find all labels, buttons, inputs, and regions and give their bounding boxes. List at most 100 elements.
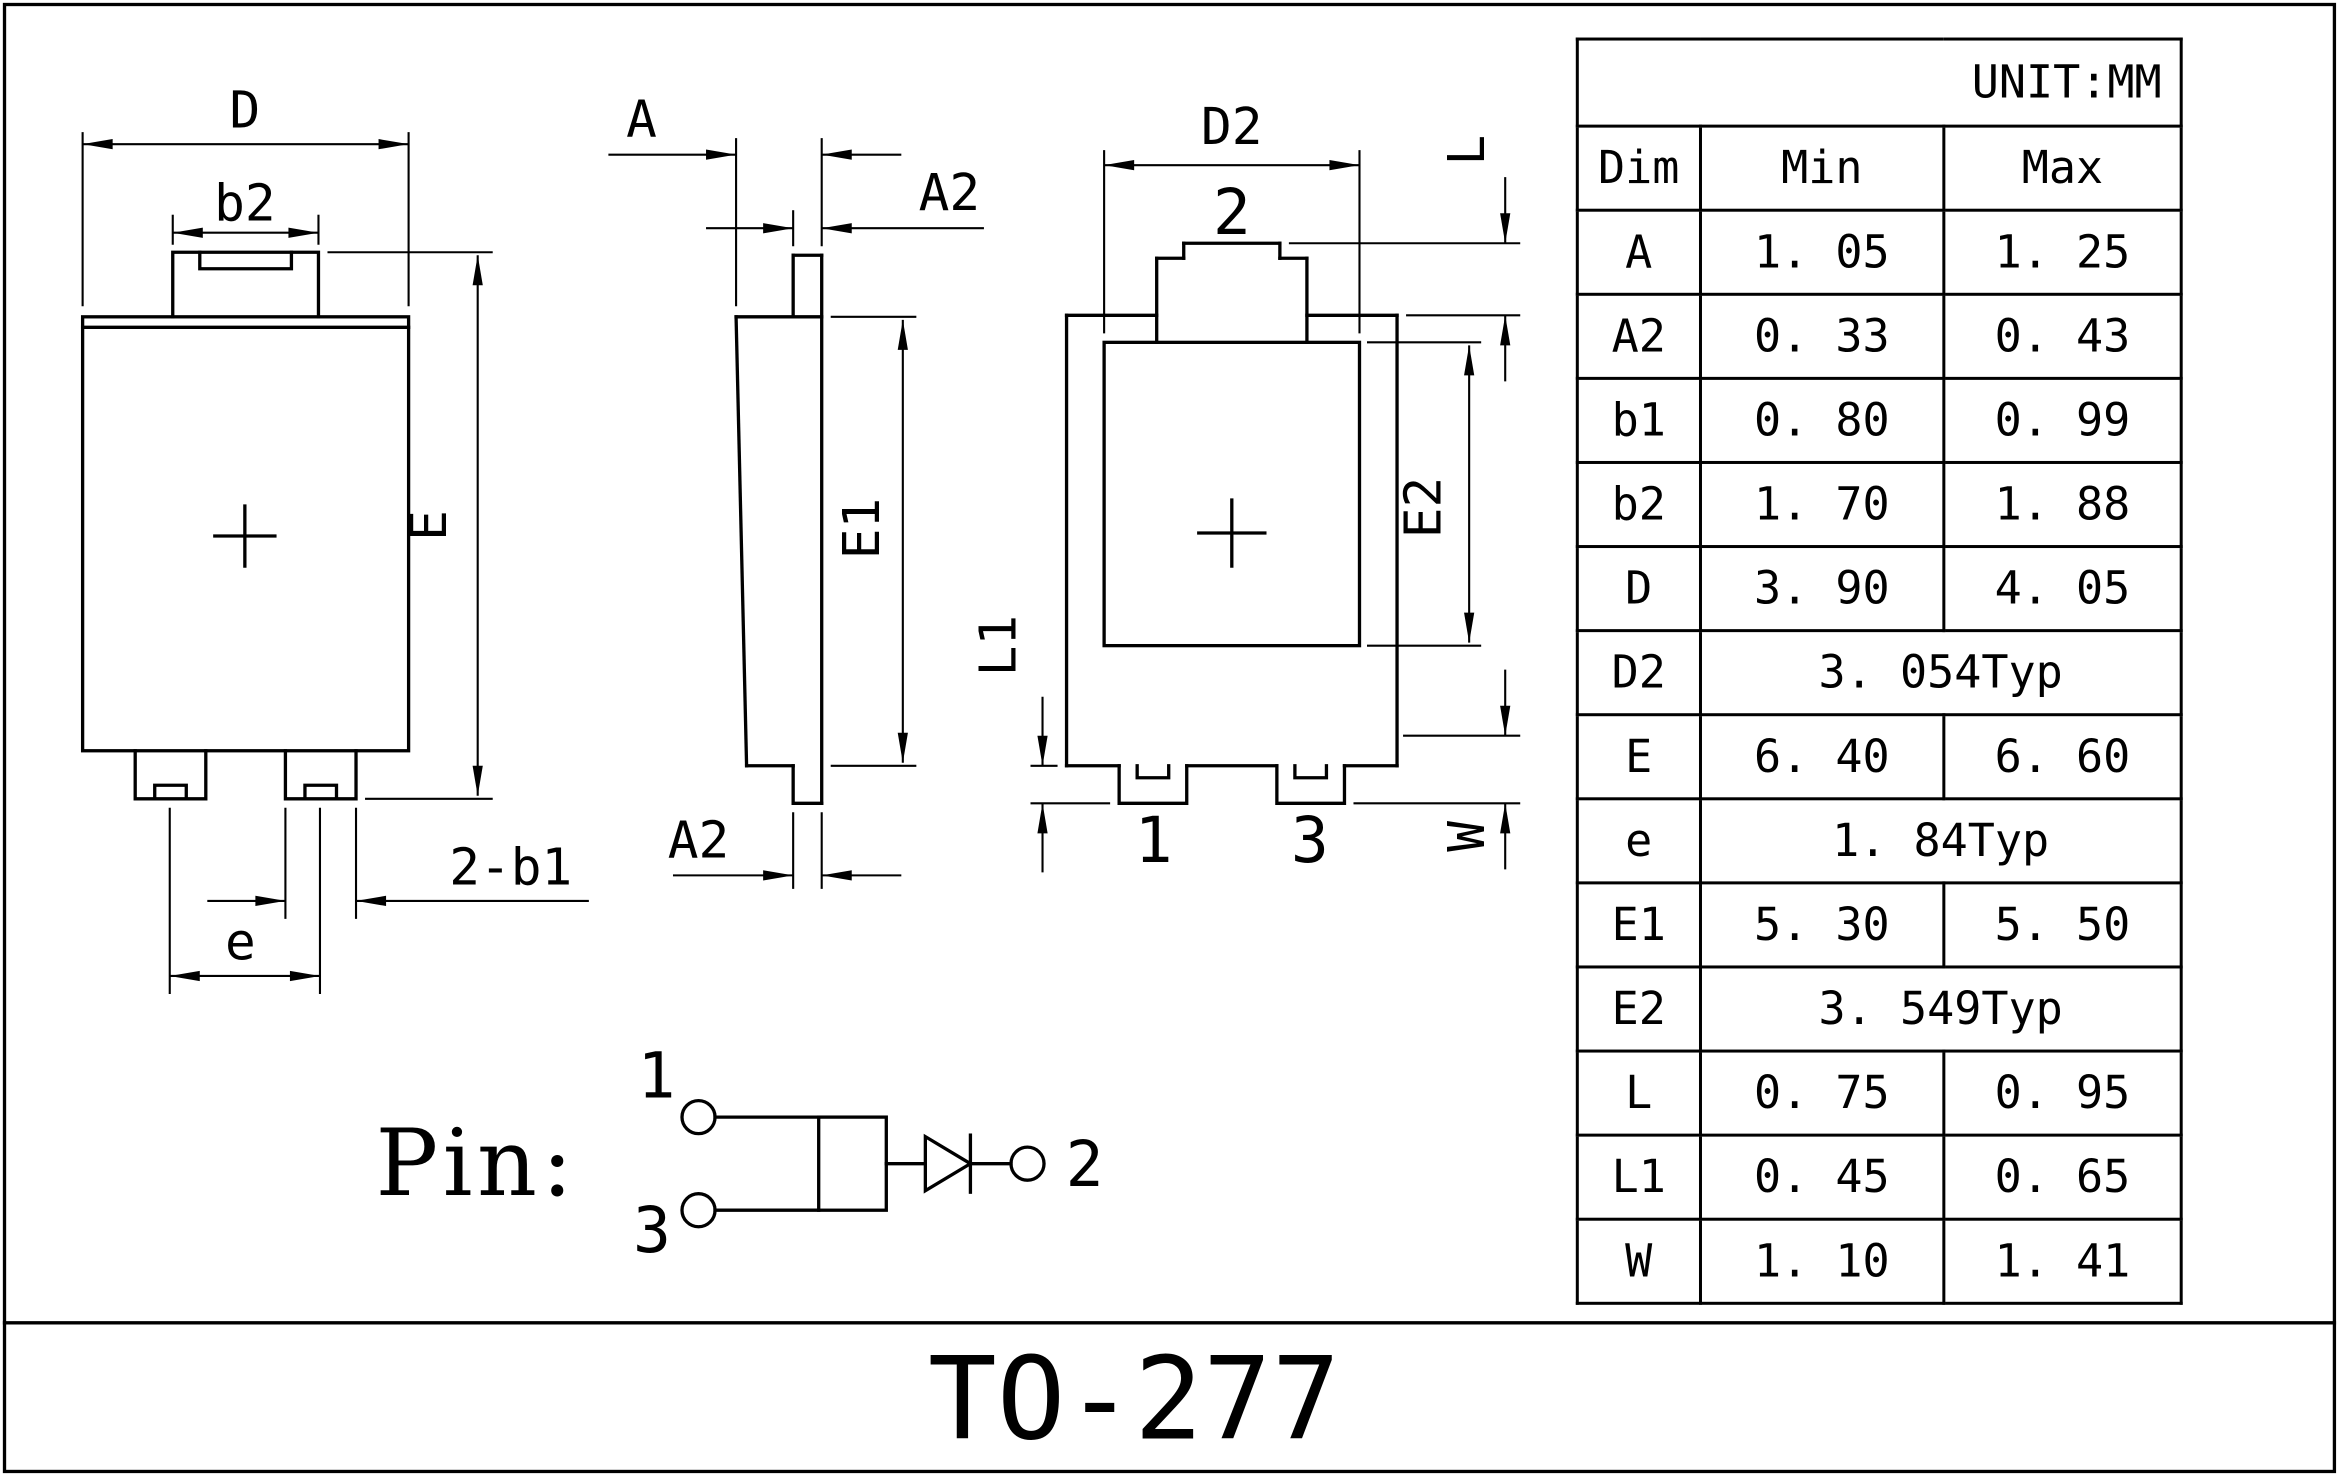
pin-number-2-pad: 2 xyxy=(1213,175,1251,249)
dim-label-E2: E2 xyxy=(1395,477,1454,538)
pin-diagram-symbol xyxy=(680,1098,1046,1229)
table-row: E 6. 40 6. 60 xyxy=(1575,713,2183,801)
col-header-max: Max xyxy=(1942,124,2183,212)
typ-cell: 3. 054Typ xyxy=(1698,629,2183,717)
table-row: b1 0. 80 0. 99 xyxy=(1575,376,2183,464)
table-header-row: Dim Min Max xyxy=(1575,124,2183,212)
pin2-terminal xyxy=(1009,1145,1046,1182)
min-cell: 6. 40 xyxy=(1698,713,1946,801)
front-dimension-lines xyxy=(81,132,589,994)
dim-label-e: e xyxy=(225,913,256,972)
min-cell: 0. 45 xyxy=(1698,1133,1946,1221)
side-body-draft-edge xyxy=(734,315,749,768)
bottom-pin-1 xyxy=(1117,764,1189,805)
front-pin-left xyxy=(133,749,208,801)
dim-cell: b2 xyxy=(1575,460,1702,549)
col-header-min: Min xyxy=(1698,124,1946,212)
table-row: A2 0. 33 0. 43 xyxy=(1575,292,2183,380)
diode-symbol xyxy=(923,1133,974,1194)
max-cell: 5. 50 xyxy=(1942,881,2183,969)
side-view-outline xyxy=(734,253,824,805)
min-cell: 1. 70 xyxy=(1698,460,1946,549)
dim-label-E: E xyxy=(400,510,459,541)
dim-label-b2: b2 xyxy=(214,175,275,234)
max-cell: 0. 65 xyxy=(1942,1133,2183,1221)
dim-cell: E1 xyxy=(1575,881,1702,969)
min-cell: 1. 05 xyxy=(1698,208,1946,296)
front-package-tab xyxy=(171,250,321,319)
pin3-terminal xyxy=(680,1192,717,1229)
table-row: D 3. 90 4. 05 xyxy=(1575,545,2183,633)
max-cell: 1. 25 xyxy=(1942,208,2183,296)
col-header-dim: Dim xyxy=(1575,124,1702,212)
max-cell: 6. 60 xyxy=(1942,713,2183,801)
package-title: TO-277 xyxy=(928,1332,1340,1465)
bottom-dimension-lines xyxy=(1030,150,1521,873)
bottom-view: D2 2 L E2 L1 1 3 W xyxy=(969,98,1521,877)
front-center-mark xyxy=(213,504,277,568)
dim-label-A: A xyxy=(626,91,657,150)
dim-label-2-b1: 2-b1 xyxy=(449,838,572,897)
dim-cell: E xyxy=(1575,713,1702,801)
typ-cell: 3. 549Typ xyxy=(1698,965,2183,1053)
dim-label-D: D xyxy=(229,82,260,141)
table-row: b2 1. 70 1. 88 xyxy=(1575,460,2183,549)
front-package-body xyxy=(80,315,411,753)
typ-cell: 1. 84Typ xyxy=(1698,797,2183,885)
table-row: W 1. 10 1. 41 xyxy=(1575,1217,2183,1305)
dim-cell: e xyxy=(1575,797,1702,885)
dim-label-L: L xyxy=(1438,135,1497,166)
table-row: D2 3. 054Typ xyxy=(1575,629,2183,717)
bottom-pin-3 xyxy=(1275,764,1347,805)
dim-cell: A xyxy=(1575,208,1702,296)
unit-label: UNIT:MM xyxy=(1575,37,2183,128)
dimension-table: UNIT:MM Dim Min Max A 1. 05 1. 25 A2 0 xyxy=(1575,37,2183,1305)
unit-row: UNIT:MM xyxy=(1575,37,2183,128)
max-cell: 1. 41 xyxy=(1942,1217,2183,1305)
min-cell: 0. 80 xyxy=(1698,376,1946,464)
max-cell: 0. 99 xyxy=(1942,376,2183,464)
pin1-terminal xyxy=(680,1098,717,1136)
bottom-center-mark xyxy=(1197,498,1267,568)
min-cell: 3. 90 xyxy=(1698,545,1946,633)
min-cell: 0. 75 xyxy=(1698,1049,1946,1137)
table-row: A 1. 05 1. 25 xyxy=(1575,208,2183,296)
dim-cell: W xyxy=(1575,1217,1702,1305)
pin-number-1-pad: 1 xyxy=(1135,803,1173,877)
dim-label-E1: E1 xyxy=(833,498,892,559)
max-cell: 0. 95 xyxy=(1942,1049,2183,1137)
dim-cell: L xyxy=(1575,1049,1702,1137)
table-row: E1 5. 30 5. 50 xyxy=(1575,881,2183,969)
front-pin-right xyxy=(283,749,358,801)
min-cell: 5. 30 xyxy=(1698,881,1946,969)
table-row: e 1. 84Typ xyxy=(1575,797,2183,885)
bottom-exposed-pad xyxy=(1102,340,1362,648)
side-dimension-lines xyxy=(608,138,984,889)
pin-number-3-pad: 3 xyxy=(1291,803,1329,877)
max-cell: 4. 05 xyxy=(1942,545,2183,633)
dim-label-D2: D2 xyxy=(1201,98,1262,157)
dim-cell: D2 xyxy=(1575,629,1702,717)
side-view: A A2 E1 A2 xyxy=(608,91,984,889)
table-row: E2 3. 549Typ xyxy=(1575,965,2183,1053)
table-row: L1 0. 45 0. 65 xyxy=(1575,1133,2183,1221)
table-row: L 0. 75 0. 95 xyxy=(1575,1049,2183,1137)
pin-number-2: 2 xyxy=(1066,1127,1104,1201)
min-cell: 1. 10 xyxy=(1698,1217,1946,1305)
dim-cell: D xyxy=(1575,545,1702,633)
pin-number-1: 1 xyxy=(637,1039,675,1113)
dim-cell: b1 xyxy=(1575,376,1702,464)
dim-label-A2-top: A2 xyxy=(919,164,980,223)
min-cell: 0. 33 xyxy=(1698,292,1946,380)
dim-cell: L1 xyxy=(1575,1133,1702,1221)
dim-label-A2-bottom: A2 xyxy=(668,811,729,870)
pin-diagram-label: Pin: xyxy=(376,1109,578,1217)
dim-cell: E2 xyxy=(1575,965,1702,1053)
max-cell: 0. 43 xyxy=(1942,292,2183,380)
bottom-view-outline xyxy=(1064,241,1399,805)
pin-diagram: Pin: 1 3 2 xyxy=(376,1039,1104,1268)
